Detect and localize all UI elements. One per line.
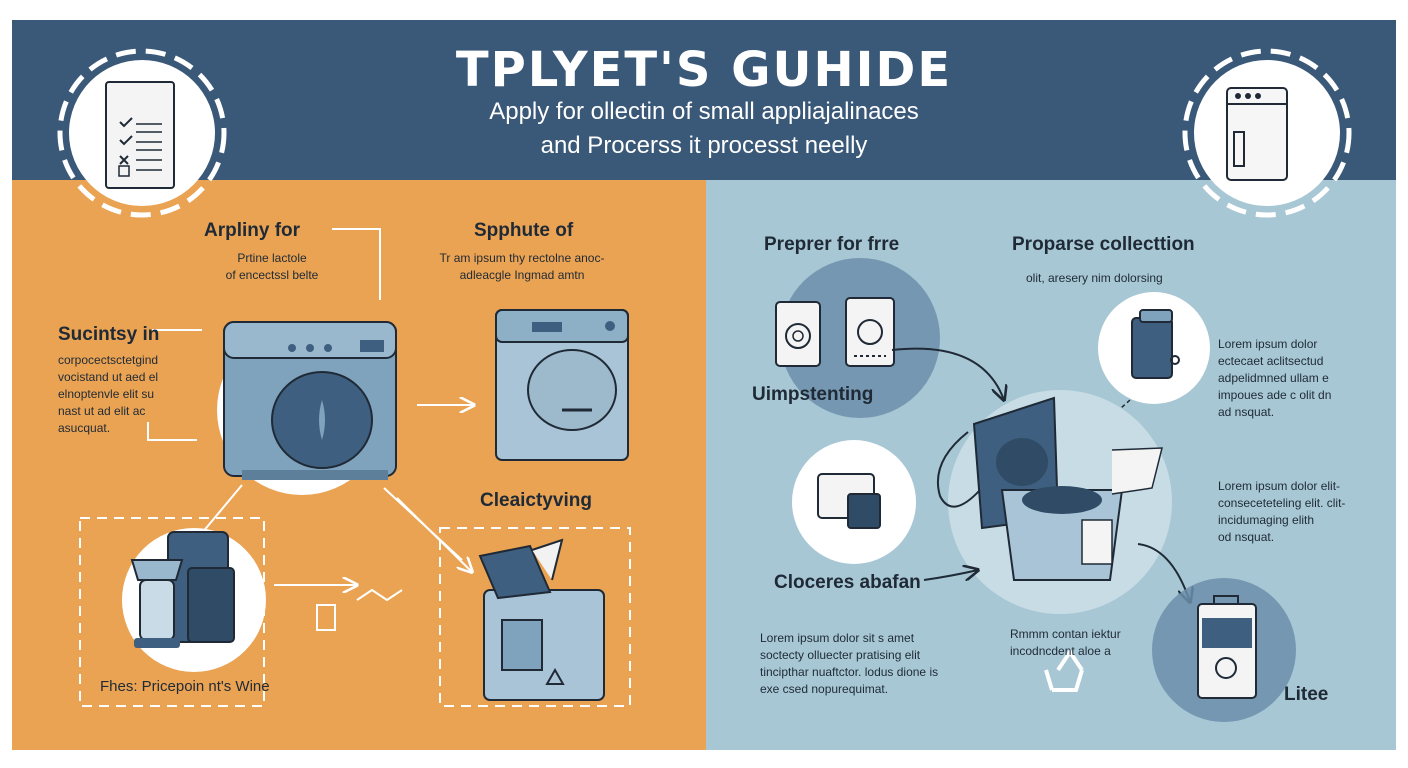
small-appliances-icon bbox=[122, 528, 266, 672]
sucintsy-title: Sucintsy in bbox=[58, 324, 160, 345]
uimpstenting-title: Uimpstenting bbox=[752, 384, 874, 405]
sucintsy-desc-5: asucquat. bbox=[58, 421, 111, 435]
proparse-title: Proparse collecttion bbox=[1012, 234, 1195, 255]
lorem3-line-1: Lorem ipsum dolor sit s amet bbox=[760, 631, 915, 645]
lorem2-line-2: conseceteteling elit. clit- bbox=[1218, 496, 1346, 510]
litee-title: Litee bbox=[1284, 684, 1329, 705]
coffee-machine-icon bbox=[1131, 309, 1180, 379]
header-banner bbox=[12, 20, 1396, 180]
applying-desc-2: of encectssl belte bbox=[225, 268, 319, 282]
applying-desc-1: Prtine lactole bbox=[237, 251, 307, 265]
dryer-icon bbox=[775, 301, 821, 367]
recycle-icon bbox=[1044, 648, 1084, 692]
page-title: TPLYET'S GUHIDE bbox=[455, 42, 953, 98]
recycling-bin-icon bbox=[478, 538, 605, 701]
checklist-badge-icon bbox=[57, 48, 227, 218]
lorem1-line-2: ectecaet aclitsectud bbox=[1218, 354, 1324, 368]
front-loader-icon bbox=[495, 309, 629, 461]
sucintsy-desc-4: nast ut ad elit ac bbox=[58, 404, 146, 418]
lorem1-line-3: adpelidmned ullam e bbox=[1218, 371, 1329, 385]
lorem3-line-2: soctecty olluecter pratising elit bbox=[760, 648, 921, 662]
spphute-desc-1: Tr am ipsum thy rectolne anoc- bbox=[439, 251, 605, 265]
bottom-caption: Fhes: Pricepoin nt's Wine bbox=[100, 678, 270, 695]
microwave-icon bbox=[1197, 595, 1257, 699]
appliance-badge-icon bbox=[1182, 48, 1352, 218]
disposal-box-icon bbox=[972, 396, 1163, 581]
spphute-title: Spphute of bbox=[474, 220, 574, 241]
lorem3-line-4: exe csed nopurequimat. bbox=[760, 682, 889, 696]
washer-small-icon bbox=[845, 297, 895, 367]
lorem2-line-1: Lorem ipsum dolor elit- bbox=[1218, 479, 1341, 493]
lorem1-line-5: ad nsquat. bbox=[1218, 405, 1275, 419]
prepare-title: Preprer for frre bbox=[764, 234, 900, 255]
lorem3-line-3: tincipthar nuaftctor. lodus dione is bbox=[760, 665, 939, 679]
spphute-desc-2: adleacgle Ingmad amtn bbox=[459, 268, 585, 282]
subtitle-line-1: Apply for ollectin of small appliajalina… bbox=[489, 98, 919, 125]
washing-machine-icon bbox=[217, 321, 397, 495]
rmm-line-1: Rmmm contan iektur bbox=[1010, 627, 1121, 641]
subtitle-line-2: and Procerss it processt neelly bbox=[540, 132, 868, 159]
lorem2-line-3: incidumaging elith bbox=[1218, 513, 1315, 527]
cleaictyving-title: Cleaictyving bbox=[480, 490, 592, 511]
lorem1-line-1: Lorem ipsum dolor bbox=[1218, 337, 1318, 351]
rmm-line-2: incodncdent aloe a bbox=[1010, 644, 1111, 658]
sucintsy-desc-3: elnoptenvle elit su bbox=[58, 387, 155, 401]
cloceres-title: Cloceres abafan bbox=[774, 572, 921, 593]
lorem1-line-4: impoues ade c olit dn bbox=[1218, 388, 1332, 402]
proparse-desc: olit, aresery nim dolorsing bbox=[1026, 271, 1163, 285]
toaster-icon bbox=[817, 473, 881, 529]
lorem2-line-4: od nsquat. bbox=[1218, 530, 1275, 544]
illustration-layer bbox=[57, 48, 1352, 722]
sucintsy-desc-1: corpocectsctetgind bbox=[58, 353, 159, 367]
applying-title: Arpliny for bbox=[204, 220, 301, 241]
sucintsy-desc-2: vocistand ut aed el bbox=[58, 370, 159, 384]
infographic: TPLYET'S GUHIDE Apply for ollectin of sm… bbox=[12, 20, 1396, 750]
